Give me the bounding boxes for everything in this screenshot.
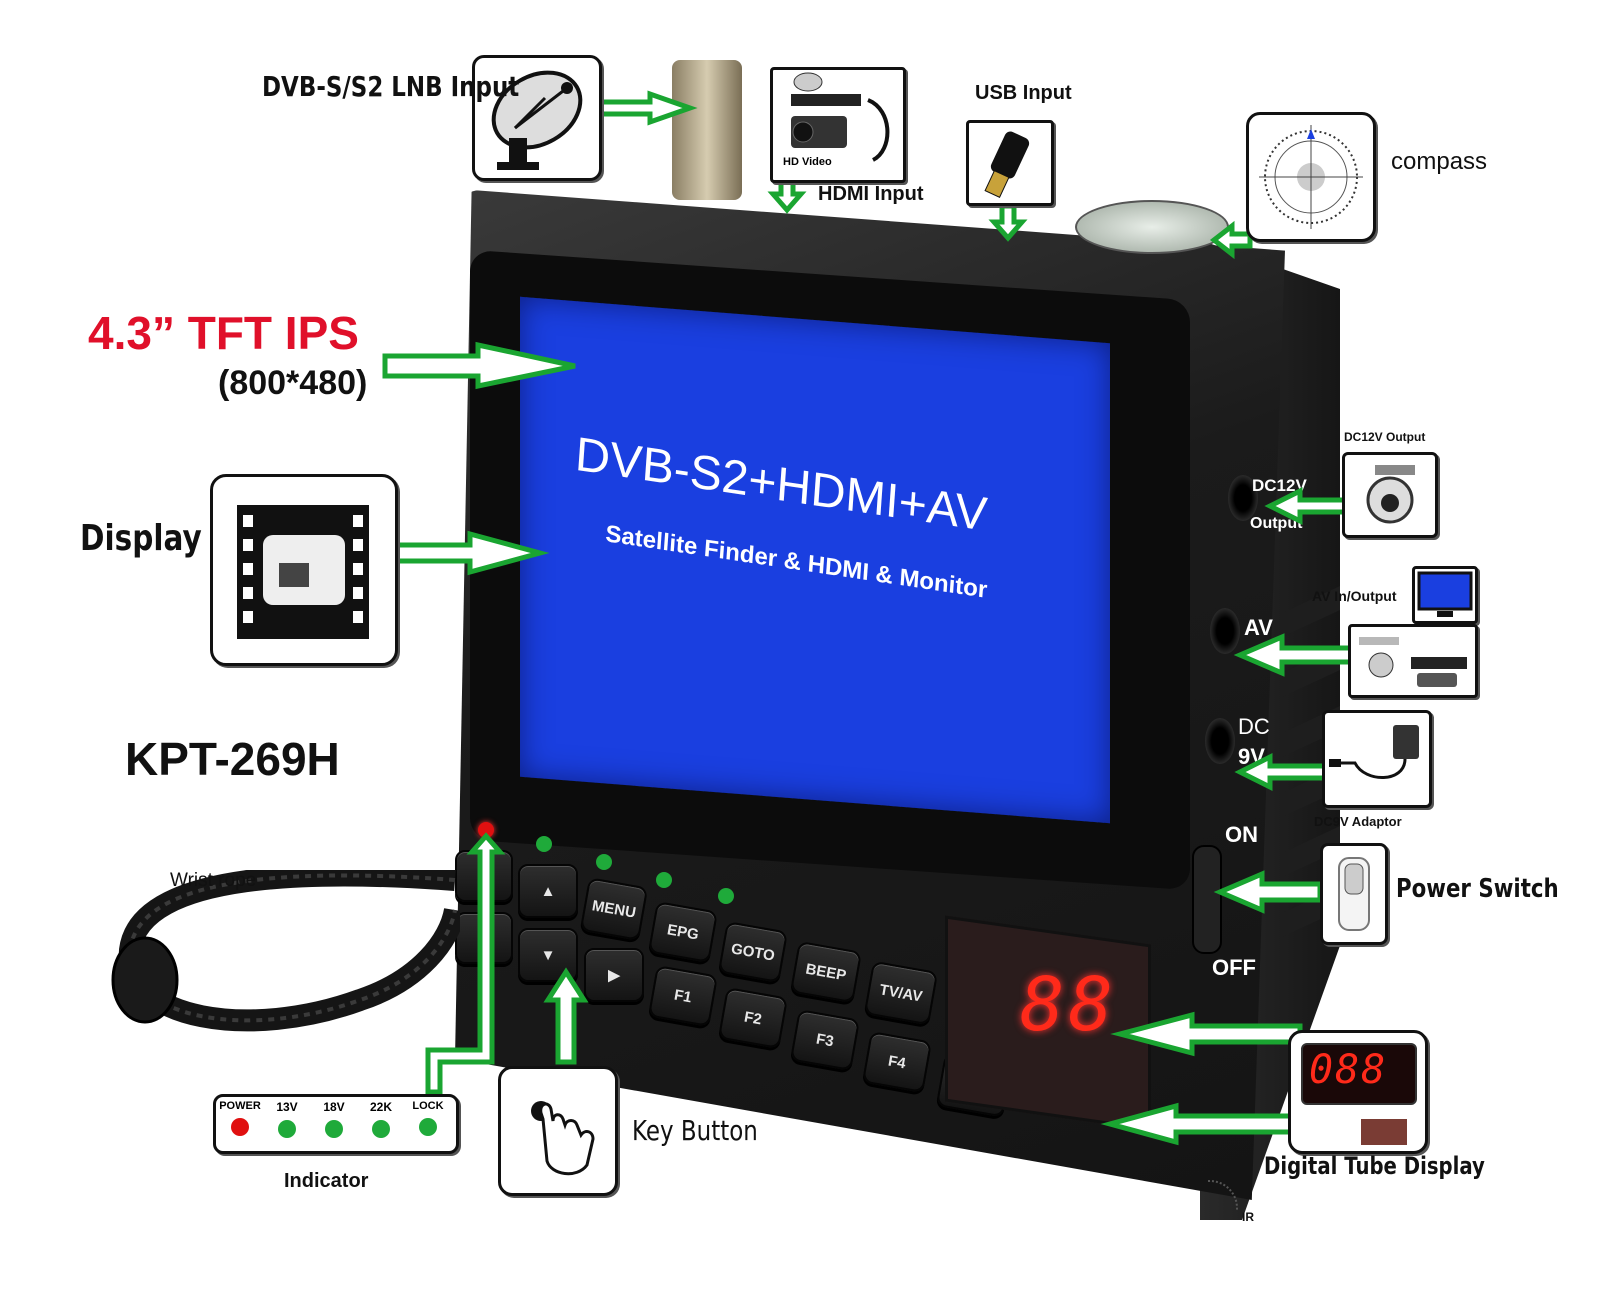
indicator-led-label: LOCK: [412, 1100, 444, 1112]
arrow-compass: [1209, 220, 1253, 260]
label-screen-size: 4.3” TFT IPS: [88, 307, 359, 359]
dc12v-jack[interactable]: [1228, 475, 1258, 521]
side-label-output: Output: [1250, 515, 1303, 532]
hdmi-thumb-caption: HD Video: [783, 156, 832, 168]
hdmi-input-box: HD Video: [770, 67, 906, 183]
arrow-digital-tube: [1110, 1011, 1303, 1057]
power-adaptor-icon: [1329, 725, 1419, 779]
indicator-led-label: 13V: [276, 1100, 298, 1114]
indicator-led-item: 13V: [265, 1100, 309, 1146]
segment-display-digits: 88: [1020, 962, 1118, 1048]
hdmi-devices-icon: [791, 72, 890, 162]
arrow-key-button: [543, 967, 589, 1065]
label-usb-input: USB Input: [975, 82, 1072, 104]
arrow-dc9v: [1234, 752, 1328, 792]
display-box: [210, 474, 398, 666]
indicator-led-item: LOCK: [406, 1100, 450, 1146]
arrow-power-switch: [1213, 870, 1323, 914]
device-led-power: [478, 822, 494, 838]
toggle-switch-icon: [1338, 857, 1370, 931]
security-camera-icon: [1366, 465, 1415, 524]
arrow-screen-size: [382, 341, 576, 390]
label-dc12v-output: DC12V Output: [1344, 430, 1426, 444]
key-up[interactable]: ▲: [518, 864, 578, 918]
av-tv-box: [1412, 566, 1478, 624]
av-devices-icon: [1359, 637, 1467, 687]
dc9v-jack[interactable]: [1205, 718, 1235, 764]
indicator-led-item: 22K: [359, 1100, 403, 1146]
digital-tube-digits: 088: [1309, 1047, 1388, 1093]
power-switch-box: [1320, 843, 1388, 945]
side-label-on: ON: [1225, 822, 1258, 847]
indicator-led-label: 18V: [323, 1100, 345, 1114]
key-down[interactable]: ▼: [518, 928, 578, 982]
film-strip-icon: [237, 505, 369, 639]
label-display: Display: [80, 518, 202, 559]
indicator-led-list: POWER 13V 18V 22K LOCK: [218, 1100, 450, 1146]
usb-input-box: [966, 120, 1054, 206]
label-resolution: (800*480): [218, 364, 368, 402]
av-jack[interactable]: [1210, 608, 1240, 654]
lnb-dish-box: [472, 55, 602, 181]
label-wrist-rope: Wrist rope: [170, 870, 257, 891]
device-led-18v: [596, 854, 612, 870]
arrow-usb: [988, 203, 1028, 242]
digital-tube-box: 088: [1288, 1030, 1428, 1154]
indicator-led-dot: [419, 1118, 437, 1136]
label-hdmi-input: HDMI Input: [818, 183, 924, 205]
label-model: KPT-269H: [125, 733, 340, 785]
wrist-rope: [111, 870, 460, 1032]
arrow-digital-tube-2: [1100, 1102, 1308, 1146]
digital-tube-body: [1361, 1119, 1407, 1145]
lnb-f-connector: [672, 60, 742, 200]
digital-tube-screen: [1301, 1043, 1417, 1105]
compass-icon: [1259, 125, 1363, 229]
device-led-13v: [536, 836, 552, 852]
key-right[interactable]: ▶: [584, 948, 644, 1002]
satellite-dish-icon: [491, 70, 583, 170]
side-label-av: AV: [1244, 615, 1273, 640]
indicator-led-dot: [372, 1120, 390, 1138]
indicator-led-label: POWER: [219, 1100, 261, 1112]
av-devices-box: [1348, 624, 1478, 698]
label-av-in-output: AV In/Output: [1312, 588, 1397, 604]
side-label-dc: DC: [1238, 714, 1270, 739]
label-dc9v-adaptor: DC9V Adaptor: [1314, 814, 1402, 829]
dc9v-adaptor-box: [1322, 710, 1432, 808]
indicator-led-dot: [325, 1120, 343, 1138]
arrow-av: [1233, 633, 1355, 677]
power-switch[interactable]: [1192, 845, 1222, 954]
arrow-display: [385, 530, 550, 576]
arrow-indicator: [425, 832, 506, 1095]
compass-box: [1246, 112, 1376, 242]
indicator-led-label: 22K: [369, 1100, 392, 1114]
indicator-led-item: 18V: [312, 1100, 356, 1146]
label-power-switch: Power Switch: [1396, 874, 1559, 904]
arrow-dc12v: [1264, 486, 1348, 526]
indicator-led-dot: [231, 1118, 249, 1136]
arrow-lnb: [594, 90, 698, 126]
finger-press-icon: [531, 1101, 595, 1176]
tv-icon: [1417, 571, 1473, 617]
device-led-lock: [718, 888, 734, 904]
label-ir: IR: [1242, 1210, 1254, 1224]
indicator-led-item: POWER: [218, 1100, 262, 1146]
device-led-22k: [656, 872, 672, 888]
side-label-dc12v: DC12V: [1252, 476, 1307, 495]
indicator-led-dot: [278, 1120, 296, 1138]
side-label-off: OFF: [1212, 955, 1256, 980]
label-key-button: Key Button: [632, 1114, 758, 1147]
label-digital-tube-display: Digital Tube Display: [1264, 1152, 1485, 1180]
label-compass: compass: [1391, 148, 1488, 175]
label-indicator: Indicator: [284, 1170, 369, 1192]
dc12v-output-box: [1342, 452, 1438, 538]
key-button-box: [498, 1066, 618, 1196]
usb-plug-icon: [984, 131, 1030, 199]
label-lnb-input: DVB-S/S2 LNB Input: [262, 70, 520, 103]
